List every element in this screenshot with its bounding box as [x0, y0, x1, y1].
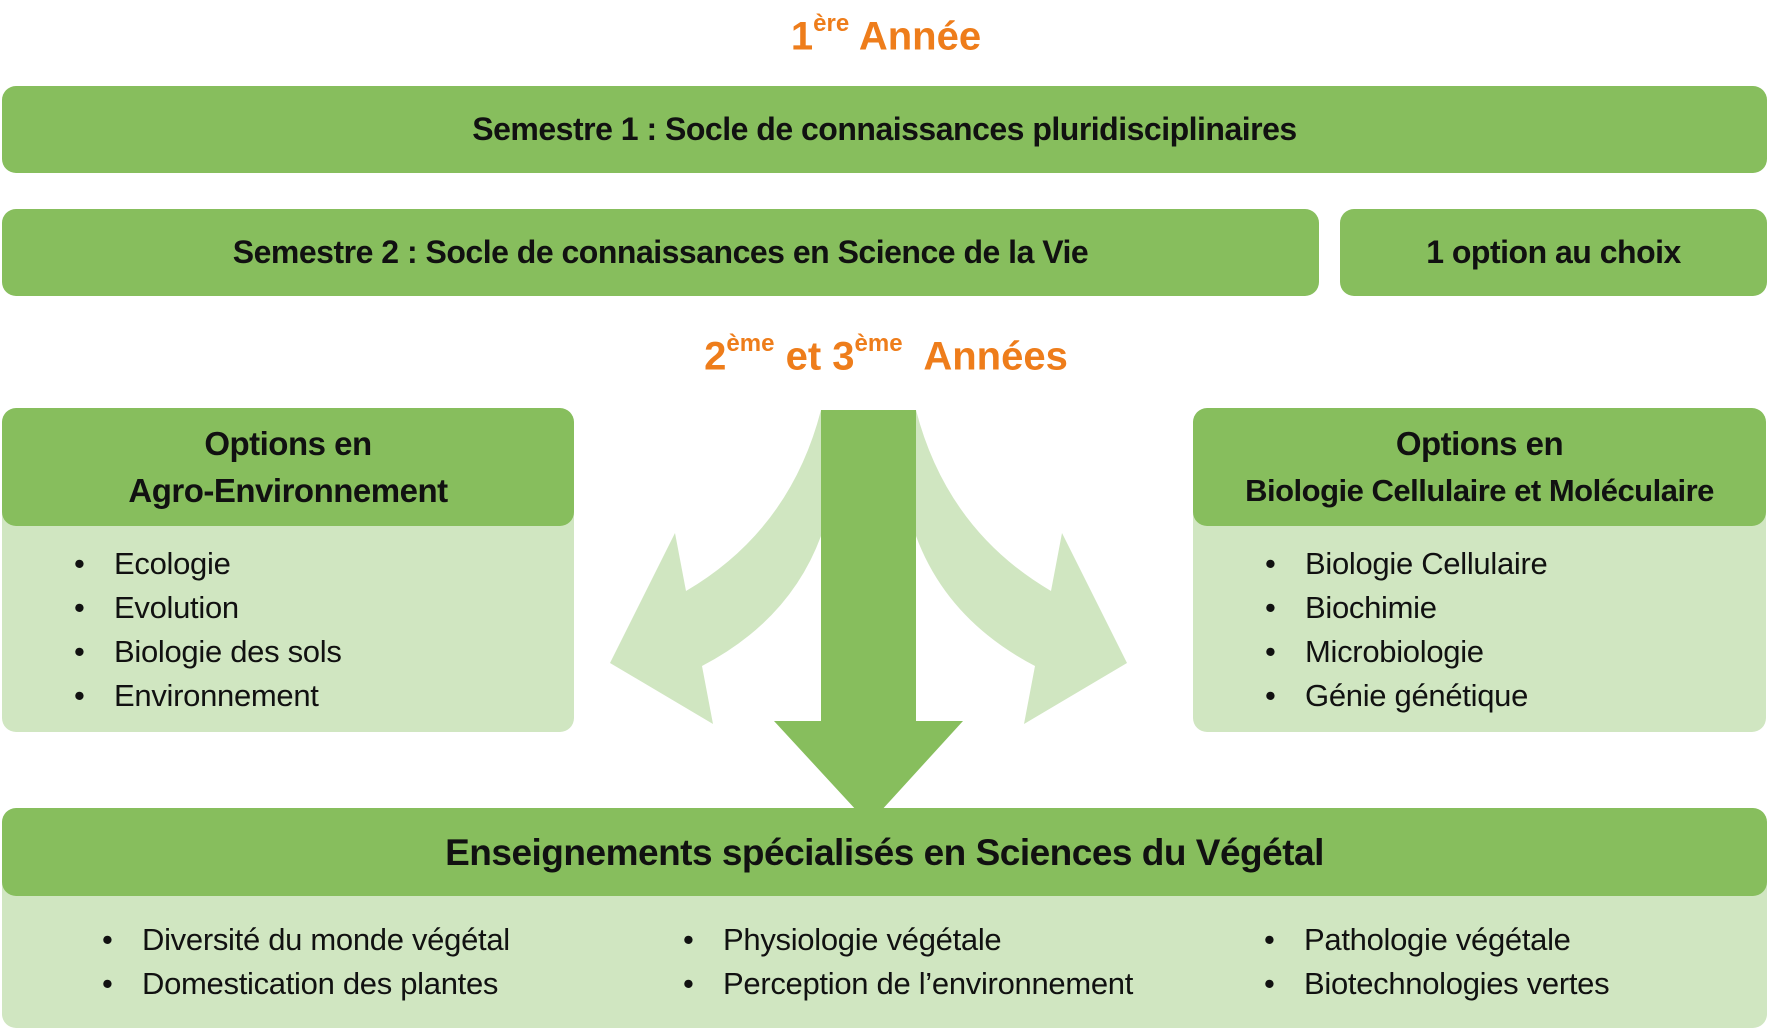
- list-item: Environnement: [74, 674, 574, 718]
- list-item: Evolution: [74, 586, 574, 630]
- first-year-title: 1ère Année: [790, 10, 982, 59]
- plant-science-header: Enseignements spécialisés en Sciences du…: [2, 808, 1767, 896]
- plant-science-list-1: Diversité du monde végétal Domestication…: [102, 918, 510, 1006]
- right-curved-arrow-icon: [916, 410, 1127, 724]
- plant-science-list-3: Pathologie végétale Biotechnologies vert…: [1264, 918, 1610, 1006]
- agro-environment-list: Ecologie Evolution Biologie des sols Env…: [74, 542, 574, 718]
- list-item: Physiologie végétale: [683, 918, 1133, 962]
- list-item: Biologie Cellulaire: [1265, 542, 1766, 586]
- plant-science-card: Enseignements spécialisés en Sciences du…: [2, 808, 1767, 1028]
- list-item: Biochimie: [1265, 586, 1766, 630]
- list-item: Ecologie: [74, 542, 574, 586]
- second-third-year-title: 2ème et 3ème Années: [704, 330, 1068, 379]
- list-item: Diversité du monde végétal: [102, 918, 510, 962]
- semestre-2-bar: Semestre 2 : Socle de connaissances en S…: [2, 209, 1319, 296]
- list-item: Génie génétique: [1265, 674, 1766, 718]
- list-item: Perception de l’environnement: [683, 962, 1133, 1006]
- plant-science-list-2: Physiologie végétale Perception de l’env…: [683, 918, 1133, 1006]
- left-curved-arrow-icon: [610, 410, 821, 724]
- list-item: Pathologie végétale: [1264, 918, 1609, 962]
- list-item: Microbiologie: [1265, 630, 1766, 674]
- down-arrow-icon: [774, 410, 963, 824]
- cell-molecular-biology-list: Biologie Cellulaire Biochimie Microbiolo…: [1265, 542, 1766, 718]
- list-item: Domestication des plantes: [102, 962, 510, 1006]
- list-item: Biotechnologies vertes: [1264, 962, 1610, 1006]
- option-choice-bar: 1 option au choix: [1340, 209, 1767, 296]
- semestre-1-bar: Semestre 1 : Socle de connaissances plur…: [2, 86, 1767, 173]
- list-item: Biologie des sols: [74, 630, 574, 674]
